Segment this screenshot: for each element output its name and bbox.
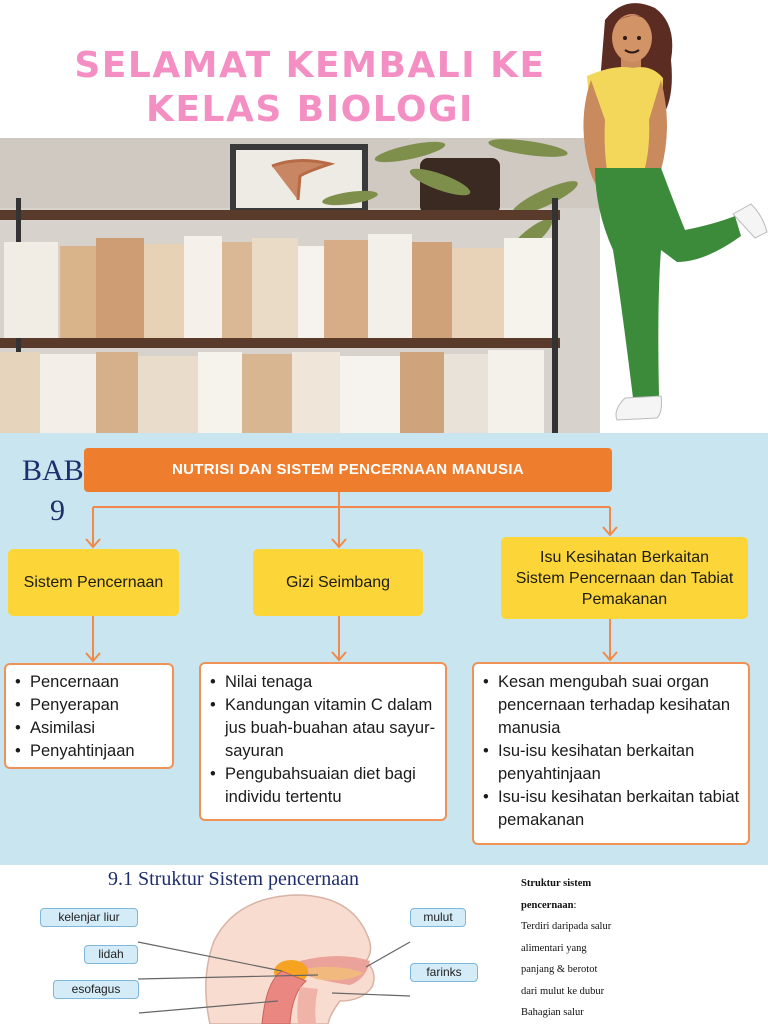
digestive-structure-section: 9.1 Struktur Sistem pencernaan kelenjar … bbox=[0, 865, 768, 1024]
structure-notes: Struktur sistem pencernaan: Terdiri dari… bbox=[521, 873, 761, 1024]
chapter-label-text: BAB bbox=[22, 454, 84, 487]
notes-heading-line2: pencernaan: bbox=[521, 895, 761, 917]
digestive-system-topics: Pencernaan Penyerapan Asimilasi Penyahti… bbox=[4, 663, 174, 769]
head-anatomy-diagram bbox=[137, 894, 411, 1024]
bookshelf-photo bbox=[0, 138, 600, 433]
notes-heading-line1: Struktur sistem bbox=[521, 878, 592, 889]
list-item: Penyahtinjaan bbox=[10, 740, 168, 763]
notes-heading-word: pencernaan bbox=[521, 899, 574, 911]
list-item: Isu-isu kesihatan berkaitan tabiat pemak… bbox=[478, 786, 744, 832]
label-salivary-gland: kelenjar liur bbox=[40, 908, 138, 927]
girl-waving-icon bbox=[583, 3, 768, 421]
chapter-heading: NUTRISI DAN SISTEM PENCERNAAN MANUSIA bbox=[84, 448, 612, 492]
list-item: Kandungan vitamin C dalam jus buah-buaha… bbox=[205, 694, 441, 763]
label-pharynx: farinks bbox=[410, 963, 478, 982]
notes-line: alimentari yang bbox=[521, 942, 587, 954]
welcome-slide: SELAMAT KEMBALI KE KELAS BIOLOGI bbox=[0, 0, 768, 433]
label-esophagus: esofagus bbox=[53, 980, 139, 999]
notes-line: dari mulut ke dubur bbox=[521, 985, 605, 997]
notes-heading-colon: : bbox=[573, 899, 577, 911]
concept-map-connectors bbox=[85, 492, 618, 663]
notes-line: Terdiri daripada salur bbox=[521, 921, 612, 932]
list-item: Nilai tenaga bbox=[205, 671, 441, 694]
notes-line: Bahagian salur bbox=[521, 1007, 584, 1018]
notes-line: panjang & berotot bbox=[521, 964, 598, 975]
chapter-label: BAB 9 bbox=[22, 451, 84, 531]
section-title: 9.1 Struktur Sistem pencernaan bbox=[108, 868, 360, 890]
label-mouth: mulut bbox=[410, 908, 466, 927]
chapter-number: 9 bbox=[50, 494, 65, 527]
welcome-title-line2: KELAS BIOLOGI bbox=[146, 89, 474, 130]
category-digestive-system: Sistem Pencernaan bbox=[8, 549, 179, 616]
chapter-concept-map: BAB 9 NUTRISI DAN SISTEM PENCERNAAN MANU… bbox=[0, 433, 768, 865]
list-item: Asimilasi bbox=[10, 717, 168, 740]
label-tongue: lidah bbox=[84, 945, 138, 964]
list-item: Isu-isu kesihatan berkaitan penyahtinjaa… bbox=[478, 740, 744, 786]
list-item: Pengubahsuaian diet bagi individu terten… bbox=[205, 763, 441, 809]
list-item: Penyerapan bbox=[10, 694, 168, 717]
list-item: Kesan mengubah suai organ pencernaan ter… bbox=[478, 671, 744, 740]
category-health-issues: Isu Kesihatan Berkaitan Sistem Pencernaa… bbox=[501, 537, 748, 619]
category-balanced-nutrition: Gizi Seimbang bbox=[253, 549, 423, 616]
balanced-nutrition-topics: Nilai tenaga Kandungan vitamin C dalam j… bbox=[199, 662, 447, 821]
welcome-title: SELAMAT KEMBALI KE KELAS BIOLOGI bbox=[20, 44, 600, 132]
list-item: Pencernaan bbox=[10, 671, 168, 694]
welcome-title-line1: SELAMAT KEMBALI KE bbox=[74, 45, 546, 86]
health-issues-topics: Kesan mengubah suai organ pencernaan ter… bbox=[472, 662, 750, 845]
